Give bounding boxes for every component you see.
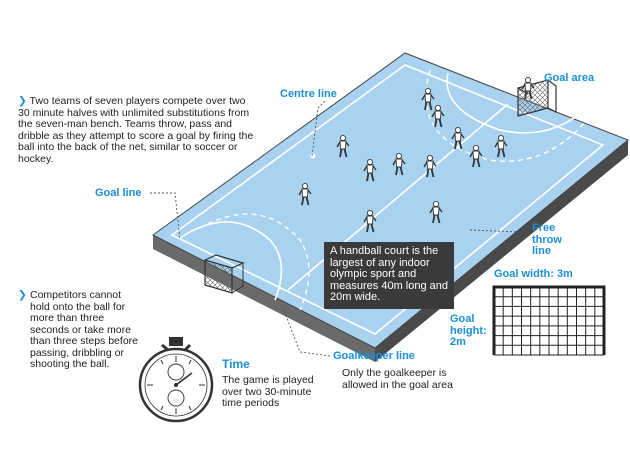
free-throw-line-label-3: line <box>532 245 551 257</box>
competitors-paragraph: ❯ Competitors cannot hold onto the ball … <box>18 289 140 371</box>
centre-spot <box>310 153 316 159</box>
leader-lines <box>150 100 521 357</box>
free-throw-line-label-2: throw <box>532 233 562 246</box>
goalkeeper-line-label: Goalkeeper line <box>333 350 415 362</box>
goalkeeper-note: Only the goalkeeper is allowed in the go… <box>342 367 453 391</box>
intro-text: Two teams of seven players compete over … <box>18 95 254 165</box>
goal-height-label-3: 2m <box>450 336 466 348</box>
goal-area-label: Goal area <box>544 72 595 84</box>
goal-dimension-grid <box>492 285 606 356</box>
goal-area-line-near <box>179 221 283 301</box>
court-info-box: A handball court is the largest of any i… <box>324 242 454 309</box>
chevron-right-icon: ❯ <box>18 95 27 107</box>
centre-line-label: Centre line <box>280 88 337 100</box>
goal-height-label: Goal height: 2m <box>450 313 487 349</box>
court-boundary-line <box>170 64 605 335</box>
goal-area-line-far <box>446 72 579 134</box>
free-throw-line-near <box>199 213 310 311</box>
free-throw-line-label-1: Free <box>532 222 556 234</box>
goal-line-label: Goal line <box>95 187 142 199</box>
free-throw-line-far <box>425 69 586 162</box>
competitors-text: Competitors cannot hold onto the ball fo… <box>30 289 138 370</box>
intro-paragraph: ❯ Two teams of seven players compete ove… <box>18 95 258 165</box>
stopwatch-icon <box>138 337 214 423</box>
time-text: The game is played over two 30-minute ti… <box>222 374 314 409</box>
free-throw-line-label: Free throw line <box>532 222 562 258</box>
goal-height-label-2: height: <box>450 324 487 337</box>
chevron-right-icon: ❯ <box>18 289 27 301</box>
goal-height-label-1: Goal <box>450 313 475 325</box>
goal-width-label: Goal width: 3m <box>494 268 573 280</box>
court-surface <box>152 52 629 349</box>
goal-net-icon <box>204 254 245 294</box>
time-title: Time <box>222 357 250 371</box>
